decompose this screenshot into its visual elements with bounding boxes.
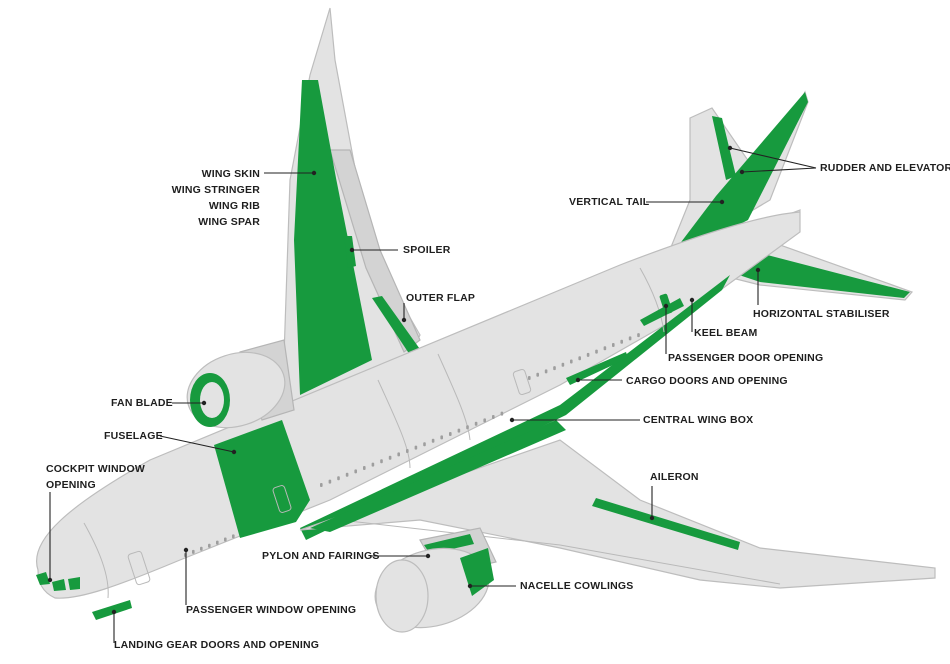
passenger-window [553,366,556,370]
cockpit-window-3 [68,577,80,590]
passenger-window [528,376,531,380]
passenger-window [492,415,495,419]
passenger-window [458,429,461,433]
passenger-window [483,418,486,422]
label-nacelle-cowlings: NACELLE COWLINGS [520,578,633,594]
passenger-window [604,346,607,350]
passenger-window [329,480,332,484]
label-central-wing-box: CENTRAL WING BOX [643,412,753,428]
passenger-window [208,544,211,548]
label-landing-gear: LANDING GEAR DOORS AND OPENING [114,637,319,653]
passenger-window [200,547,203,551]
passenger-window [570,360,573,364]
passenger-window [380,459,383,463]
passenger-window [423,442,426,446]
label-keel-beam: KEEL BEAM [694,325,757,341]
passenger-window [432,439,435,443]
label-cargo-doors: CARGO DOORS AND OPENING [626,373,788,389]
passenger-window [320,483,323,487]
near-engine-intake [376,560,428,632]
label-spoiler: SPOILER [403,242,451,258]
passenger-window [354,469,357,473]
passenger-window [629,336,632,340]
passenger-window [587,353,590,357]
passenger-window [501,412,504,416]
label-outer-flap: OUTER FLAP [406,290,475,306]
passenger-window [363,466,366,470]
passenger-window [224,538,227,542]
label-cockpit-window-line2: OPENING [46,477,96,493]
passenger-window [578,356,581,360]
passenger-window [637,333,640,337]
label-passenger-window: PASSENGER WINDOW OPENING [186,602,356,618]
fan-hub [200,382,224,418]
passenger-window [406,449,409,453]
label-cockpit-window-line1: COCKPIT WINDOW [46,461,145,477]
passenger-window [440,435,443,439]
label-vertical-tail: VERTICAL TAIL [569,194,649,210]
label-fuselage: FUSELAGE [104,428,163,444]
label-rudder-elevator: RUDDER AND ELEVATOR [820,160,950,176]
label-wing-stringer: WING STRINGER [150,182,260,198]
label-wing-skin: WING SKIN [150,166,260,182]
passenger-window [232,534,235,538]
label-aileron: AILERON [650,469,699,485]
label-horizontal-stabiliser: HORIZONTAL STABILISER [753,306,890,322]
passenger-window [475,422,478,426]
passenger-window [337,476,340,480]
passenger-window [620,340,623,344]
label-fan-blade: FAN BLADE [111,395,173,411]
passenger-window [562,363,565,367]
passenger-window [612,343,615,347]
passenger-window [545,369,548,373]
label-wing-rib: WING RIB [150,198,260,214]
label-passenger-door: PASSENGER DOOR OPENING [668,350,823,366]
passenger-window [415,446,418,450]
passenger-window [192,550,195,554]
landing-gear-door [92,600,132,620]
passenger-window [397,452,400,456]
passenger-window [372,463,375,467]
passenger-window [216,541,219,545]
passenger-window [449,432,452,436]
passenger-window [536,373,539,377]
label-pylon-fairings: PYLON AND FAIRINGS [262,548,380,564]
passenger-window [346,473,349,477]
passenger-window [466,425,469,429]
passenger-window [595,350,598,354]
passenger-window [389,456,392,460]
label-wing-spar: WING SPAR [150,214,260,230]
